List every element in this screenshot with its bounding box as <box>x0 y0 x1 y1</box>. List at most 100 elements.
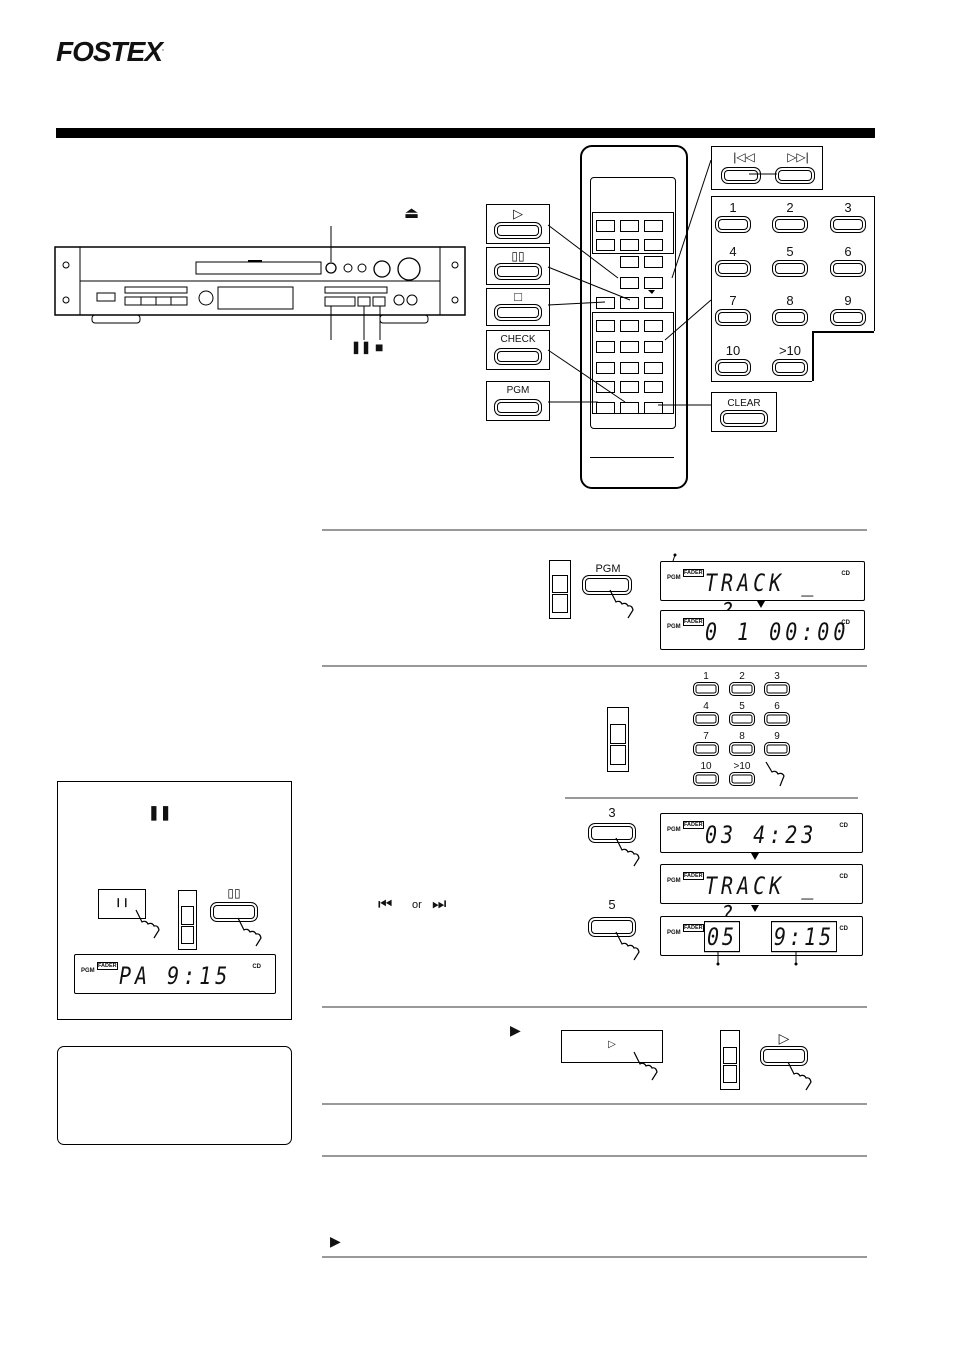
section-rule-2 <box>322 665 867 667</box>
step2-key-1-button[interactable] <box>693 682 719 696</box>
numpad-key-5-button[interactable] <box>772 260 808 277</box>
callout-play: ▷ <box>486 204 550 244</box>
step1-fader-icon <box>549 560 571 619</box>
numpad-key-label: 1 <box>729 200 737 215</box>
play-icon: ▷ <box>778 1030 790 1046</box>
hand-pointer-icon <box>237 917 262 947</box>
numpad-key-8-button[interactable] <box>772 309 808 326</box>
step2-key-3-button[interactable] <box>588 823 636 843</box>
step2-key-5-button[interactable] <box>729 712 755 726</box>
hand-pointer-icon <box>787 1061 812 1091</box>
remote-check-button[interactable] <box>494 348 542 365</box>
section-rule-1 <box>322 529 867 531</box>
step2-key-4-button[interactable] <box>693 712 719 726</box>
hand-pointer-icon <box>765 761 785 787</box>
numpad-key-label: 9 <box>844 293 852 308</box>
note-box <box>57 1046 292 1145</box>
step2-key-label: 7 <box>703 731 709 742</box>
play-icon: ▶ <box>510 1022 521 1038</box>
callout-clear: CLEAR <box>711 392 777 432</box>
arrow-down-icon <box>751 905 759 912</box>
step2-key-label: 6 <box>774 701 780 712</box>
numpad-key->10-button[interactable] <box>772 359 808 376</box>
numpad-key-label: 8 <box>786 293 794 308</box>
skip-back-icon: ⏮ <box>378 896 393 913</box>
numpad-key-label: 4 <box>729 244 737 259</box>
step2-key-label: 10 <box>700 761 712 772</box>
numpad-key-label: >10 <box>778 343 802 358</box>
remote-control <box>580 145 688 489</box>
hand-pointer-icon <box>615 931 640 961</box>
check-label: CHECK <box>500 334 536 345</box>
or-label: or <box>412 899 422 911</box>
step2-key->10-button[interactable] <box>729 772 755 786</box>
numpad-key-9-button[interactable] <box>830 309 866 326</box>
step2-key-9-button[interactable] <box>764 742 790 756</box>
play-icon: ▶ <box>330 1233 341 1249</box>
numpad-key-6-button[interactable] <box>830 260 866 277</box>
pause-icon: ▯▯ <box>227 886 241 900</box>
step2-press-5-label: 5 <box>608 897 616 912</box>
step2-key-5-button[interactable] <box>588 917 636 937</box>
numpad-key-10-button[interactable] <box>715 359 751 376</box>
numpad-key-7-button[interactable] <box>715 309 751 326</box>
pause-icon: ❚❚ <box>148 804 172 820</box>
section-rule-5 <box>322 1155 867 1157</box>
total-time-readout: 9:15 <box>771 921 838 953</box>
step2-key-label: 5 <box>739 701 745 712</box>
step2-key-3-button[interactable] <box>764 682 790 696</box>
front-play-button[interactable]: ▷ <box>561 1030 663 1063</box>
remote-pause-button[interactable] <box>210 902 258 922</box>
step1-pgm-button[interactable] <box>582 575 632 595</box>
remote-skip-forward-button[interactable] <box>775 167 815 184</box>
numpad-key-label: 7 <box>729 293 737 308</box>
numpad-key-label: 10 <box>725 343 741 358</box>
remote-stop-button[interactable] <box>494 304 542 321</box>
arrow-down-icon <box>751 853 759 860</box>
pause-icon: ▯▯ <box>511 249 525 263</box>
play-icon: ▷ <box>513 206 523 221</box>
clear-label: CLEAR <box>727 398 761 409</box>
remote-play-button[interactable] <box>760 1046 808 1066</box>
eject-icon: ⏏ <box>404 205 420 222</box>
section-rule-2b <box>565 797 858 799</box>
numpad-key-4-button[interactable] <box>715 260 751 277</box>
callout-stop: □ <box>486 288 550 326</box>
hand-pointer-icon <box>633 1051 658 1081</box>
track-number-readout: 05 <box>704 921 741 953</box>
step3-fader-icon <box>720 1030 740 1090</box>
display-leaders <box>716 952 798 966</box>
front-panel-svg <box>54 226 466 340</box>
numpad-key-2-button[interactable] <box>772 216 808 233</box>
remote-clear-button[interactable] <box>720 410 768 427</box>
step2-key-8-button[interactable] <box>729 742 755 756</box>
step2-key-10-button[interactable] <box>693 772 719 786</box>
step2-key-7-button[interactable] <box>693 742 719 756</box>
step2-key-6-button[interactable] <box>764 712 790 726</box>
numpad-key-3-button[interactable] <box>830 216 866 233</box>
callout-pgm: PGM <box>486 381 550 421</box>
pause-fader-icon <box>178 890 197 950</box>
step2-key-label: 1 <box>703 671 709 682</box>
step2-key-label: >10 <box>733 761 751 772</box>
front-pause-button[interactable]: ❙❙ <box>98 889 146 919</box>
step2-key-2-button[interactable] <box>729 682 755 696</box>
section-rule-3 <box>322 1006 867 1008</box>
remote-play-button[interactable] <box>494 222 542 239</box>
section-rule-6 <box>322 1256 867 1258</box>
arrow-down-icon <box>757 601 765 608</box>
remote-pause-button[interactable] <box>494 263 542 280</box>
remote-skip-back-button[interactable] <box>721 167 761 184</box>
fostex-logo: FOSTEX. <box>56 36 164 67</box>
remote-callout-leaders <box>547 159 777 406</box>
skip-forward-icon: ▷▷| <box>787 150 809 164</box>
numpad-key-1-button[interactable] <box>715 216 751 233</box>
pause-icon: ❚❚ <box>351 340 372 354</box>
section-rule-4 <box>322 1103 867 1105</box>
stop-icon: ■ <box>375 339 384 355</box>
remote-pgm-button[interactable] <box>494 399 542 416</box>
